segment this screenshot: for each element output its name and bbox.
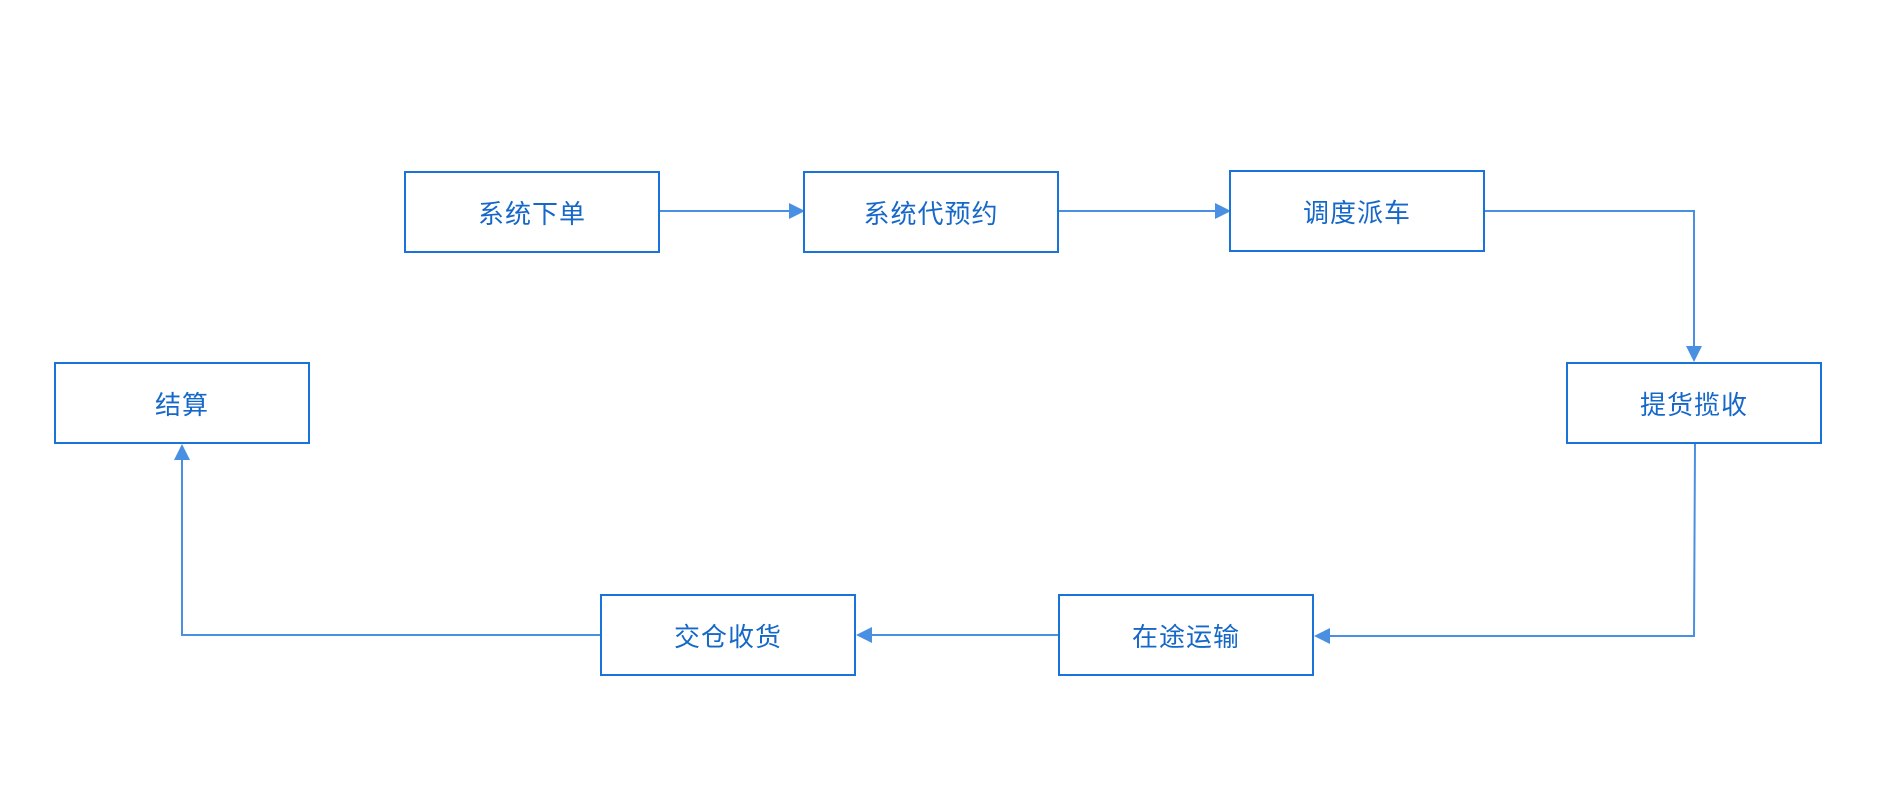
node-settlement: 结算	[54, 362, 310, 444]
node-warehouse-delivery: 交仓收货	[600, 594, 856, 676]
node-label-reserve: 系统代预约	[863, 199, 999, 230]
edge-transit-to-deliver	[856, 627, 1058, 643]
edge-reserve-to-dispatch	[1059, 203, 1231, 219]
node-system-order: 系统下单	[404, 171, 660, 253]
node-label-deliver: 交仓收货	[673, 622, 782, 653]
node-label-settle: 结算	[154, 390, 209, 421]
node-in-transit: 在途运输	[1058, 594, 1314, 676]
edge-dispatch-to-pickup	[1485, 210, 1702, 362]
node-dispatch-vehicle: 调度派车	[1229, 170, 1485, 252]
node-system-reservation: 系统代预约	[803, 171, 1059, 253]
edge-order-to-reserve	[660, 203, 805, 219]
node-label-pickup: 提货揽收	[1639, 390, 1748, 421]
edge-pickup-to-transit	[1314, 443, 1696, 644]
node-label-order: 系统下单	[477, 199, 586, 230]
node-label-dispatch: 调度派车	[1302, 198, 1411, 229]
edge-deliver-to-settle	[174, 444, 600, 636]
node-label-transit: 在途运输	[1131, 622, 1240, 653]
node-pickup-collection: 提货揽收	[1566, 362, 1822, 444]
